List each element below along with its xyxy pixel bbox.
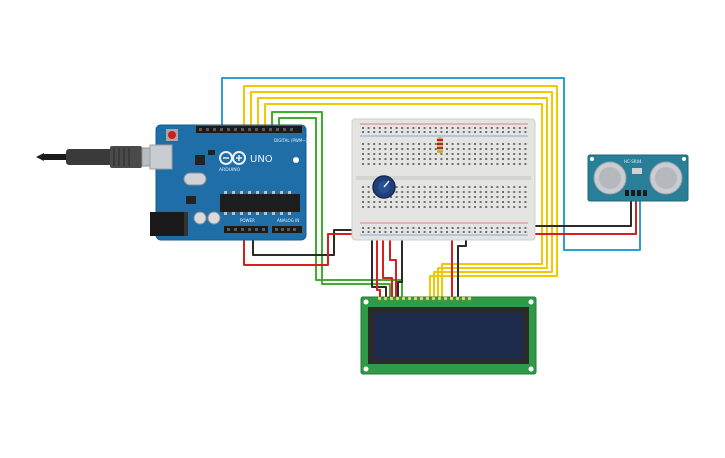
- wire-yellow-3[interactable]: [257, 97, 548, 297]
- breadboard[interactable]: [351, 118, 536, 241]
- analog-header-label: ANALOG IN: [277, 218, 299, 223]
- wire-red-lcd-1[interactable]: [376, 229, 381, 297]
- power-header-label: POWER: [240, 218, 255, 223]
- wire-red-lcd-2[interactable]: [382, 229, 393, 297]
- lcd-display[interactable]: [360, 296, 537, 375]
- wire-yellow-1[interactable]: [243, 85, 558, 297]
- wire-black-lcd[interactable]: [371, 227, 387, 297]
- arduino-uno-board[interactable]: DIGITAL (PWM~) ARDUINO UNO POWER ANALOG …: [149, 124, 308, 241]
- ultrasonic-brand: HC-SR04: [624, 159, 642, 164]
- wire-black-pot[interactable]: [397, 229, 403, 297]
- reset-button[interactable]: [168, 131, 176, 139]
- resistor[interactable]: [437, 137, 443, 153]
- lcd-screen: [374, 313, 523, 358]
- wire-red-arduino-5v[interactable]: [243, 229, 363, 266]
- wire-blue[interactable]: [221, 77, 641, 251]
- lcd-header-pins[interactable]: [377, 296, 472, 301]
- breadboard-holes[interactable]: [362, 127, 527, 233]
- arduino-model: UNO: [250, 154, 273, 165]
- digital-header-label: DIGITAL (PWM~): [274, 138, 308, 143]
- arduino-brand: ARDUINO: [219, 167, 241, 173]
- wire-green-1[interactable]: [271, 111, 391, 297]
- wire-yellow-2[interactable]: [250, 91, 553, 297]
- wire-red-sensor[interactable]: [516, 199, 637, 235]
- wire-yellow-4[interactable]: [264, 103, 543, 297]
- atmega-chip: [220, 194, 300, 212]
- ultrasonic-sensor[interactable]: HC-SR04: [587, 154, 689, 202]
- potentiometer[interactable]: [372, 175, 396, 199]
- arduino-logo: [219, 151, 246, 165]
- wire-black-arduino-gnd[interactable]: [252, 229, 363, 256]
- wire-black-sensor[interactable]: [516, 199, 632, 227]
- wire-red-pot[interactable]: [389, 229, 397, 297]
- power-header[interactable]: [224, 226, 268, 233]
